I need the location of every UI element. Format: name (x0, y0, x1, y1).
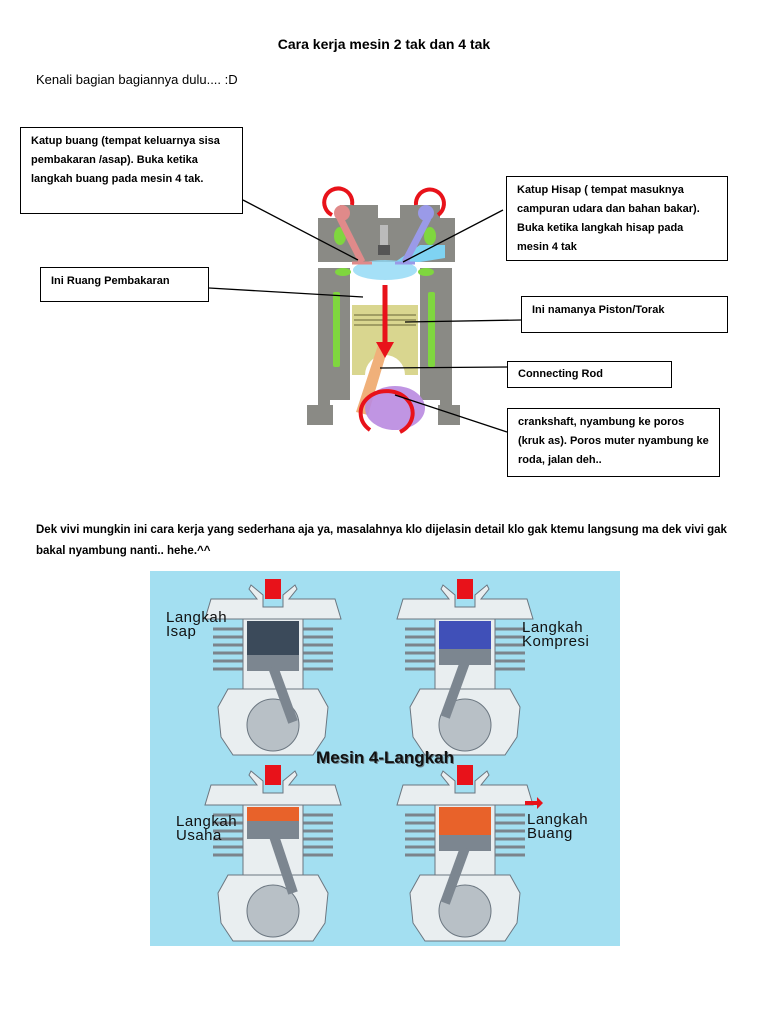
document-title: Cara kerja mesin 2 tak dan 4 tak (277, 36, 491, 52)
leader-lines (208, 199, 522, 433)
callout-crankshaft: crankshaft, nyambung ke poros (kruk as).… (507, 408, 720, 477)
exhaust-rotation-arrow (322, 186, 355, 217)
spark-plug (378, 225, 390, 255)
step-intake-engine (203, 577, 343, 757)
piston-motion-arrow (376, 285, 394, 358)
callout-connecting-rod: Connecting Rod (507, 361, 672, 388)
step-compression-engine (395, 577, 535, 757)
four-stroke-figure-title: Mesin 4-Langkah (316, 748, 454, 767)
connecting-rod (356, 345, 388, 415)
explanation-paragraph: Dek vivi mungkin ini cara kerja yang sed… (36, 524, 727, 557)
coolant-passages (333, 227, 436, 367)
step-label-intake: Langkah Isap (166, 609, 228, 640)
intro-text: Kenali bagian bagiannya dulu.... :D (36, 72, 238, 87)
step-label-power: Langkah Usaha (176, 813, 238, 844)
four-stroke-figure: Langkah Isap Langkah Kompresi Langkah Us… (150, 571, 620, 946)
step-label-compression: Langkah Kompresi (522, 619, 590, 650)
step-exhaust-engine (395, 763, 543, 943)
intake-valve (395, 205, 434, 265)
step-label-exhaust: Langkah Buang (527, 811, 589, 842)
step-power-engine (203, 763, 343, 943)
callout-intake-valve: Katup Hisap ( tempat masuknya campuran u… (506, 176, 728, 261)
exhaust-valve (334, 205, 372, 265)
callout-piston: Ini namanya Piston/Torak (521, 296, 728, 333)
engine-diagram (208, 186, 522, 434)
callout-combustion-chamber: Ini Ruang Pembakaran (40, 267, 209, 302)
fuel-mixture-cloud (353, 260, 417, 280)
crank-rotation-arrow (358, 389, 415, 434)
callout-exhaust-valve: Katup buang (tempat keluarnya sisa pemba… (20, 127, 243, 214)
intake-rotation-arrow (413, 187, 446, 217)
